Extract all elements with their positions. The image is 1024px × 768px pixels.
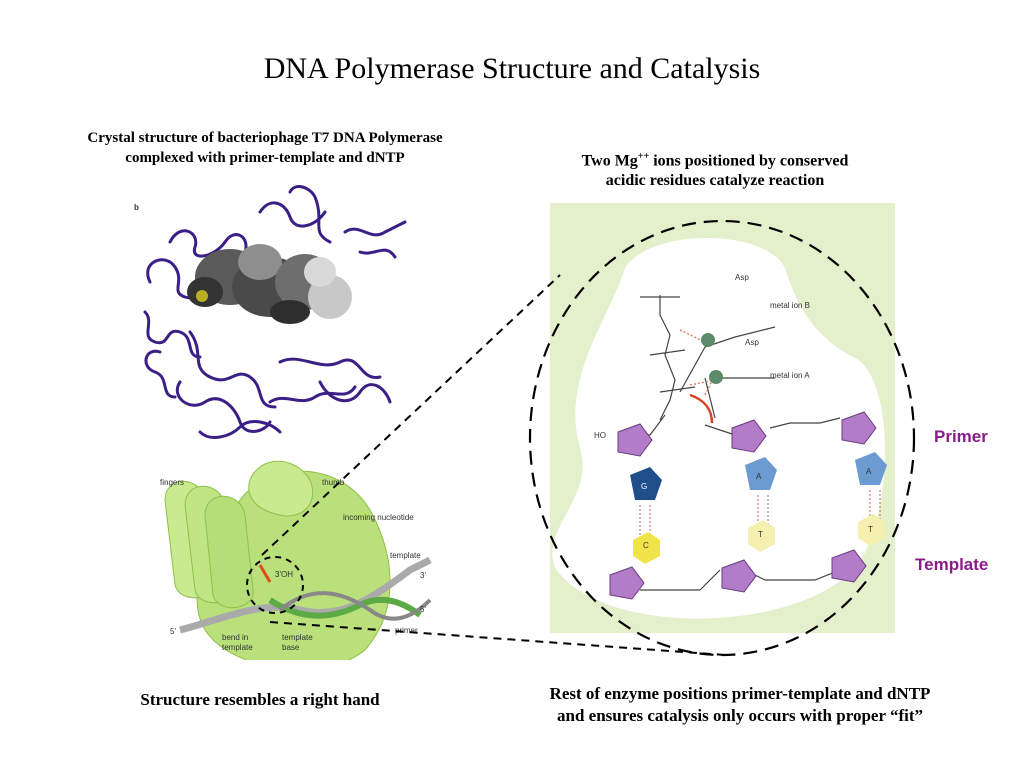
base-t1-shape: [748, 520, 775, 552]
label-template: template: [390, 551, 421, 560]
label-template-base-2: base: [282, 643, 300, 652]
asp-label-mid: Asp: [745, 338, 759, 347]
thumb-shape: [248, 460, 314, 517]
label-3prime: 3': [420, 571, 426, 580]
helix-strand: [278, 591, 432, 621]
base-a2-shape: [855, 452, 887, 485]
mg-caption-line2: acidic residues catalyze reaction: [605, 172, 825, 190]
slide-title: DNA Polymerase Structure and Catalysis: [263, 52, 761, 85]
base-pair-bonds: [639, 490, 881, 535]
metal-ion-b-label: metal ion B: [770, 301, 810, 310]
base-c-shape: [633, 532, 660, 564]
base-g-label: G: [641, 482, 647, 491]
zoom-line-bottom: [269, 621, 726, 656]
base-g-shape: [630, 467, 662, 500]
crystal-caption: Crystal structure of bacteriophage T7 DN…: [40, 128, 490, 168]
label-thumb: thumb: [322, 478, 345, 487]
metal-ion-a-label: metal ion A: [770, 371, 810, 380]
label-template-base-1: template: [282, 633, 313, 642]
fit-caption-line1: Rest of enzyme positions primer-template…: [549, 684, 931, 703]
base-t2-label: T: [868, 525, 873, 534]
asp-label-top: Asp: [735, 273, 749, 282]
hand-caption: Structure resembles a right hand: [140, 690, 380, 709]
ho-label: HO: [594, 431, 606, 440]
base-t2-shape: [858, 514, 885, 546]
base-t1-label: T: [758, 530, 763, 539]
active-site-cavity: [552, 238, 885, 619]
template-strand: [179, 556, 432, 634]
label-bend-2: template: [222, 643, 253, 652]
chemistry-bonds: [630, 295, 841, 591]
base-c-label: C: [643, 541, 649, 550]
finger-3: [204, 495, 254, 609]
metal-ion-b: [701, 333, 715, 347]
zoom-ellipse: [528, 219, 916, 657]
metal-ion-a: [709, 370, 723, 384]
crystal-structure-image: b: [134, 185, 407, 439]
base-a1-label: A: [756, 472, 762, 481]
fit-caption: Rest of enzyme positions primer-template…: [480, 683, 1000, 727]
base-a2-label: A: [866, 467, 872, 476]
crystal-caption-line1: Crystal structure of bacteriophage T7 DN…: [87, 130, 443, 146]
label-bend-1: bend in: [222, 633, 248, 642]
mg-caption: Two Mg++ ions positioned by conserved ac…: [505, 147, 925, 191]
label-3oh: 3'OH: [275, 570, 293, 579]
dna-spheres: [187, 244, 352, 324]
mg-caption-line1: Two Mg++ ions positioned by conserved: [581, 151, 849, 170]
label-primer: primer: [395, 626, 418, 635]
panel-letter: b: [134, 203, 139, 212]
template-label: Template: [915, 555, 989, 574]
base-a1-shape: [745, 457, 777, 490]
zoom-source-circle: [246, 556, 304, 614]
primer-label: Primer: [934, 427, 988, 446]
nucleophilic-attack-arrow: [689, 393, 714, 424]
crystal-caption-line2: complexed with primer-template and dNTP: [125, 150, 405, 166]
incoming-nucleotide-mark: [258, 564, 272, 583]
label-incoming-nucleotide: incoming nucleotide: [343, 513, 414, 522]
label-5prime-left: 5': [170, 627, 176, 636]
zoom-line-top: [261, 274, 561, 556]
fit-caption-line2: and ensures catalysis only occurs with p…: [557, 706, 923, 725]
hand-diagram: fingers thumb incoming nucleotide templa…: [160, 460, 432, 660]
nucleotide-highlight: [196, 290, 208, 302]
label-5prime: 5': [420, 605, 426, 614]
label-fingers: fingers: [160, 478, 184, 487]
sugar-rings: [609, 411, 877, 600]
